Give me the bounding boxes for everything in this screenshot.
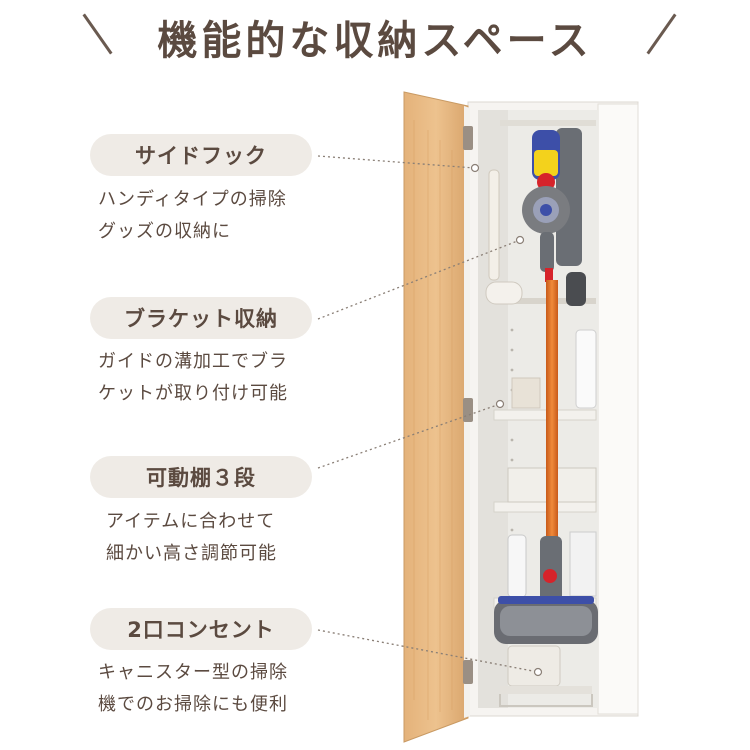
feature-desc-bracket: ガイドの溝加工でブラケットが取り付け可能: [98, 351, 288, 404]
leader-dots: [470, 163, 543, 677]
feature-label-shelves: 可動棚３段: [90, 456, 312, 498]
outlet-area: [499, 645, 593, 707]
feature-label-side-hook: サイドフック: [90, 134, 312, 176]
page-title: 機能的な収納スペース: [157, 18, 593, 64]
feature-desc-outlet: キャニスター型の掃除機でのお掃除にも便利: [98, 662, 288, 715]
feature-desc-shelves: アイテムに合わせて細かい高さ調節可能: [106, 511, 277, 564]
feature-desc-side-hook: ハンディタイプの掃除グッズの収納に: [98, 189, 287, 242]
stick-vacuum: [494, 128, 598, 644]
feature-label-outlet: 2口コンセント: [90, 608, 312, 650]
leader-lines: [317, 155, 539, 673]
cabinet-door: [403, 91, 470, 743]
feature-label-bracket: ブラケット収納: [90, 297, 312, 339]
